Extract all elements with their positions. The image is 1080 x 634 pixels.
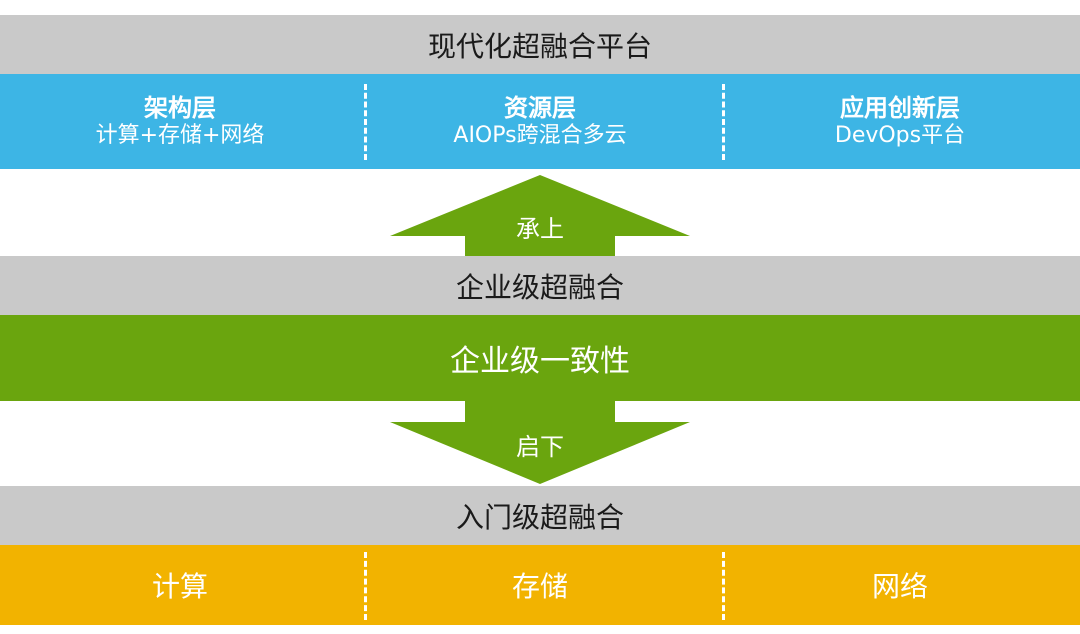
top-title: 现代化超融合平台 <box>427 29 652 63</box>
orange-divider-1 <box>364 552 367 620</box>
layer-resource: 资源层 AIOPs跨混合多云 <box>360 74 720 169</box>
arrow-down-label: 启下 <box>516 433 564 461</box>
green-consistency-band: 企业级一致性 <box>0 315 1080 401</box>
base-storage: 存储 <box>360 545 720 625</box>
middle-title: 企业级超融合 <box>455 270 624 304</box>
arrow-up-label: 承上 <box>516 215 564 243</box>
orange-base-band: 计算 存储 网络 <box>0 545 1080 625</box>
layer-architecture: 架构层 计算+存储+网络 <box>0 74 360 169</box>
arrow-down-shape <box>390 401 690 484</box>
layer-innovation-title: 应用创新层 <box>840 93 960 122</box>
bottom-title-band: 入门级超融合 <box>0 486 1080 545</box>
consistency-label: 企业级一致性 <box>450 344 630 379</box>
blue-layer-band: 架构层 计算+存储+网络 资源层 AIOPs跨混合多云 应用创新层 DevOps… <box>0 74 1080 169</box>
base-compute: 计算 <box>0 545 360 625</box>
base-network: 网络 <box>720 545 1080 625</box>
arrow-down: 启下 <box>0 401 1080 486</box>
layer-architecture-title: 架构层 <box>144 93 216 122</box>
layer-innovation: 应用创新层 DevOps平台 <box>720 74 1080 169</box>
blue-divider-1 <box>364 84 367 160</box>
bottom-title: 入门级超融合 <box>455 500 624 534</box>
layer-resource-title: 资源层 <box>504 93 576 122</box>
middle-title-band: 企业级超融合 <box>0 256 1080 315</box>
arrow-up: 承上 <box>0 173 1080 257</box>
blue-divider-2 <box>722 84 725 160</box>
layer-architecture-subtitle: 计算+存储+网络 <box>95 122 265 148</box>
orange-divider-2 <box>722 552 725 620</box>
base-compute-label: 计算 <box>151 570 208 603</box>
layer-innovation-subtitle: DevOps平台 <box>834 122 966 148</box>
base-network-label: 网络 <box>871 570 928 603</box>
base-storage-label: 存储 <box>511 570 568 603</box>
top-title-band: 现代化超融合平台 <box>0 15 1080 74</box>
arrow-up-shape <box>390 175 690 257</box>
layer-resource-subtitle: AIOPs跨混合多云 <box>453 122 627 148</box>
